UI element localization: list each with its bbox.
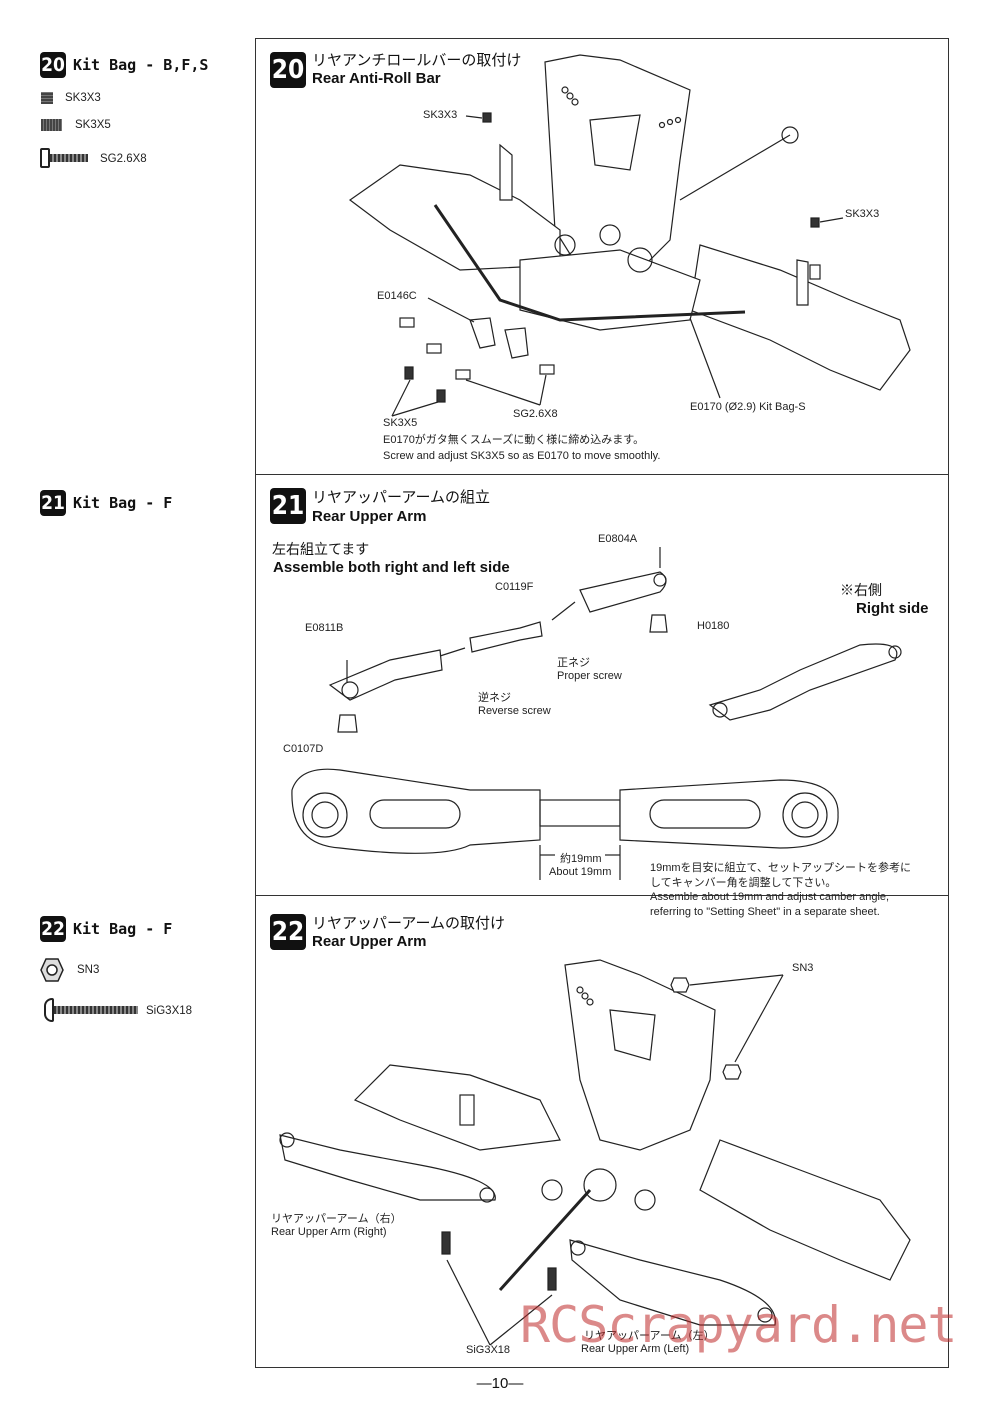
- label-reverse-screw: Reverse screw: [478, 705, 551, 717]
- label-sk3x3-b: SK3X3: [845, 208, 880, 220]
- label-sg2-6x8: SG2.6X8: [513, 408, 558, 420]
- label-sn3: SN3: [792, 962, 814, 974]
- step-20-kit-bag-title: Kit Bag - B,F,S: [73, 56, 209, 74]
- label-sk3x3-a: SK3X3: [423, 109, 458, 121]
- step-21-title-jp: リヤアッパーアームの組立: [312, 489, 491, 506]
- part-sig3x18: SiG3X18: [146, 1005, 193, 1017]
- label-rear-upper-arm-left-en: Rear Upper Arm (Left): [581, 1343, 690, 1355]
- step-20-badge: 20: [40, 52, 66, 78]
- divider-20-21: [256, 474, 948, 475]
- label-rear-upper-arm-right-en: Rear Upper Arm (Right): [271, 1226, 387, 1238]
- step21-upper-arm-drawing: [291, 547, 902, 880]
- label-h0180: H0180: [697, 620, 730, 632]
- screw-thread: [50, 154, 88, 162]
- step-22-title-jp: リヤアッパーアームの取付け: [312, 915, 506, 932]
- label-sk3x5: SK3X5: [383, 417, 418, 429]
- step20-chassis-drawing: [348, 54, 911, 417]
- hex-nut-icon: [40, 958, 64, 982]
- part-sn3: SN3: [77, 964, 100, 976]
- label-about-19mm-en: About 19mm: [549, 866, 612, 878]
- step-20-title-jp: リヤアンチロールバーの取付け: [312, 52, 522, 69]
- assemble-both-jp: 左右組立てます: [272, 541, 370, 557]
- step-21-badge: 21: [40, 490, 66, 516]
- step-21-title-en: Rear Upper Arm: [312, 508, 427, 525]
- set-screw-icon: [41, 92, 53, 104]
- part-sg2-6x8: SG2.6X8: [100, 153, 147, 165]
- part-sk3x3: SK3X3: [65, 92, 101, 104]
- label-rear-upper-arm-left-jp: リヤアッパーアーム（左）: [584, 1330, 715, 1342]
- screw-icon: [44, 998, 54, 1022]
- label-e0146c: E0146C: [377, 290, 417, 302]
- set-screw-icon: [41, 119, 62, 131]
- step-20-main-badge: 20: [270, 52, 306, 88]
- label-c0119f: C0119F: [495, 581, 534, 593]
- label-proper-screw: Proper screw: [557, 670, 622, 682]
- step-21-note-jp-1: 19mmを目安に組立て、セットアップシートを参考に: [650, 862, 912, 874]
- label-seineji: 正ネジ: [557, 657, 590, 669]
- screw-icon: [40, 148, 50, 168]
- right-side-en: Right side: [856, 600, 929, 617]
- step-21-kit-bag-title: Kit Bag - F: [73, 494, 173, 512]
- label-about-19mm-jp: 約19mm: [560, 853, 602, 865]
- part-sk3x5: SK3X5: [75, 119, 111, 131]
- label-e0804a: E0804A: [598, 533, 638, 545]
- step-21-note-en-2: referring to "Setting Sheet" in a separa…: [650, 906, 880, 918]
- step-21-note-jp-2: してキャンバー角を調整して下さい。: [650, 877, 837, 889]
- label-e0170: E0170 (Ø2.9) Kit Bag-S: [690, 401, 806, 413]
- step-22-title-en: Rear Upper Arm: [312, 933, 427, 950]
- step-20-note-en: Screw and adjust SK3X5 so as E0170 to mo…: [383, 450, 661, 462]
- label-c0107d: C0107D: [283, 743, 324, 755]
- label-e0811b: E0811B: [305, 622, 344, 634]
- watermark-logo: RCScrapyard.net: [520, 1296, 958, 1354]
- step-22-kit-bag-title: Kit Bag - F: [73, 920, 173, 938]
- step-21-main-badge: 21: [270, 488, 306, 524]
- page-number: —10—: [476, 1375, 524, 1392]
- step-21-note-en-1: Assemble about 19mm and adjust camber an…: [650, 891, 890, 903]
- step22-upper-arm-mount-drawing: [279, 959, 911, 1346]
- divider-21-22: [256, 895, 948, 896]
- right-side-jp: ※右側: [840, 582, 882, 598]
- label-rear-upper-arm-right-jp: リヤアッパーアーム（右）: [271, 1213, 402, 1225]
- step-20-note-jp: E0170がガタ無くスムーズに動く様に締め込みます。: [383, 434, 645, 446]
- assemble-both-en: Assemble both right and left side: [273, 559, 510, 576]
- label-gyakuneji: 逆ネジ: [478, 692, 511, 704]
- step-22-main-badge: 22: [270, 914, 306, 950]
- instructions-frame: [255, 38, 949, 1368]
- screw-thread: [54, 1006, 138, 1014]
- step-20-title-en: Rear Anti-Roll Bar: [312, 70, 441, 87]
- step-22-badge: 22: [40, 916, 66, 942]
- label-sig3x18: SiG3X18: [466, 1344, 511, 1356]
